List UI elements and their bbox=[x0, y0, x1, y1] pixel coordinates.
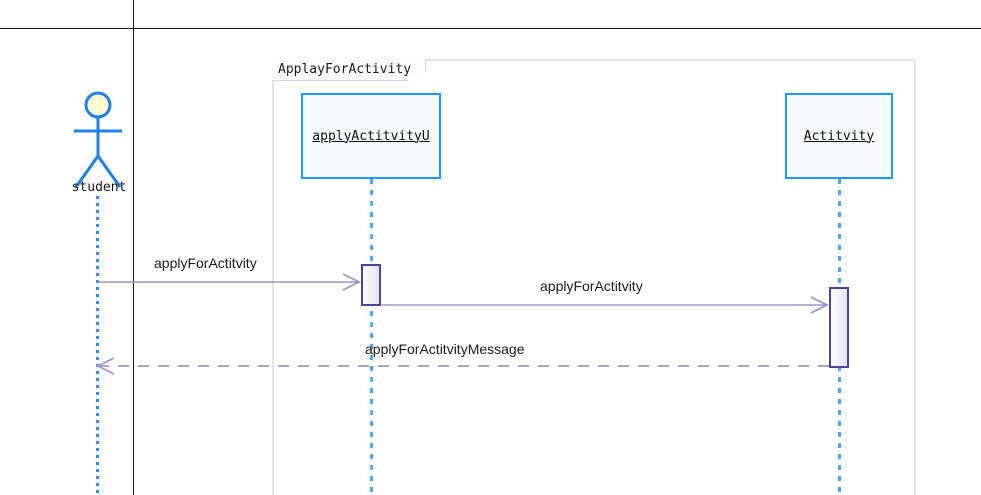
message-label-3: applyForActitvityMessage bbox=[365, 341, 525, 357]
message-arrow-1[interactable] bbox=[98, 274, 359, 290]
message-label-2: applyForActitvity bbox=[540, 278, 643, 294]
activation-bar-activity[interactable] bbox=[829, 287, 849, 368]
message-arrow-3[interactable] bbox=[98, 358, 829, 374]
activation-bar-applyactivityui[interactable] bbox=[361, 264, 381, 306]
message-arrow-2[interactable] bbox=[382, 297, 827, 313]
message-label-1: applyForActitvity bbox=[154, 255, 257, 271]
